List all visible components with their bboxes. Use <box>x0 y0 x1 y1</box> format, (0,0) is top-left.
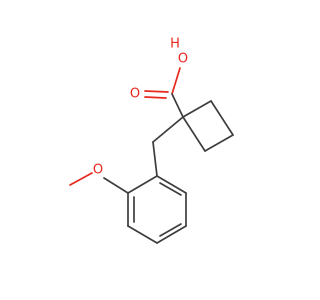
bond-cyclobutane-right <box>210 100 234 136</box>
atom-label-carbonyl-o: O <box>130 87 140 102</box>
bond-benzene-inner-1 <box>159 182 182 196</box>
bond-benzene-6 <box>127 175 158 194</box>
bond-carboxyl-c-ring <box>171 93 184 118</box>
bond-quaternary-to-ch2 <box>152 116 184 143</box>
bond-benzene-3 <box>156 225 187 244</box>
bond-carbonyl-double-a <box>144 90 169 93</box>
atom-label-hydroxyl-o: O <box>178 52 188 67</box>
bond-cyclobutane-left <box>182 116 206 152</box>
bond-cyclobutane-top <box>182 100 212 118</box>
bond-cyclobutane-bottom <box>204 134 234 152</box>
bond-carbonyl-double-b <box>144 96 167 99</box>
bond-aromatic-to-methoxy-o <box>103 177 129 194</box>
bond-benzene-4 <box>127 225 158 244</box>
bond-ch2-to-aromatic <box>152 141 158 177</box>
atom-label-methoxy-o: O <box>93 163 103 178</box>
atom-label-hydroxyl-h: H <box>170 37 180 52</box>
bond-methoxy-o-to-ch3 <box>69 172 93 186</box>
structure-diagram: H O O O <box>69 37 234 244</box>
bond-hydroxyl-o-c <box>171 67 181 95</box>
bond-benzene-inner-2 <box>159 223 182 237</box>
bond-benzene-1 <box>156 175 187 194</box>
